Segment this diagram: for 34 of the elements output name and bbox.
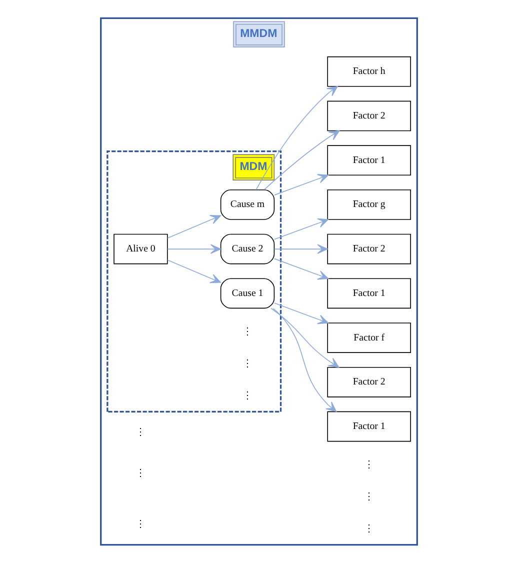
node-box: Factor 2 [326, 234, 410, 264]
arrow [273, 218, 328, 240]
label: ⋮ [242, 358, 252, 370]
label: ⋮ [364, 524, 374, 535]
node-box: Factor f [326, 322, 410, 353]
arrow [166, 260, 221, 284]
label: ⋮ [135, 518, 146, 530]
label: ⋮ [364, 460, 374, 471]
arrow [272, 308, 336, 412]
node-box: Alive 0 [113, 234, 168, 264]
arrow [273, 302, 328, 324]
arrow [255, 86, 338, 190]
label: ⋮ [242, 326, 252, 338]
label: ⋮ [364, 492, 374, 503]
arrow [273, 174, 328, 196]
label: ⋮ [135, 426, 146, 438]
arrow [273, 244, 328, 254]
node-box: Cause 1 [220, 278, 274, 309]
node-box: Cause m [220, 190, 274, 220]
arrow [166, 215, 221, 238]
node-box: Factor h [326, 56, 410, 87]
label: ⋮ [242, 390, 252, 402]
arrow [273, 258, 328, 280]
arrow [270, 308, 339, 368]
label: ⋮ [135, 468, 146, 479]
node-box: Factor 2 [326, 366, 410, 398]
node-box: Cause 2 [220, 234, 274, 264]
node-box: Factor 1 [326, 145, 410, 176]
node-box: Factor g [326, 190, 410, 220]
arrow [166, 244, 221, 254]
arrow [263, 130, 340, 190]
node-box: Factor 1 [326, 411, 410, 442]
node-box: Factor 1 [326, 278, 410, 309]
node-box: Factor 2 [326, 100, 410, 132]
